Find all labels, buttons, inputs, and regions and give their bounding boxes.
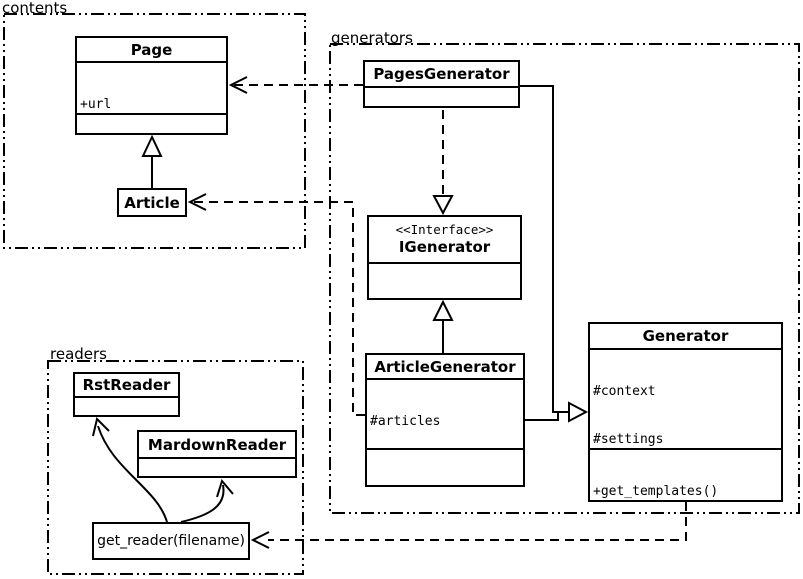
class-igenerator-header: <<Interface>> IGenerator (369, 217, 520, 262)
attribute-line: #articles (370, 414, 441, 430)
edge-getreader-to-mardownreader (180, 484, 225, 523)
class-pagesgenerator-attributes: #pages (365, 86, 518, 106)
class-mardownreader: MardownReader +read() (137, 430, 297, 478)
package-label-generators: generators (331, 29, 413, 47)
package-label-contents: contents (2, 0, 68, 17)
edge-articlegenerator-to-article (192, 201, 365, 416)
package-frame-readers (47, 360, 304, 575)
class-page-title: Page (130, 40, 173, 59)
class-rstreader-methods: +read() (75, 396, 178, 415)
open-arrowhead-rstreader (92, 417, 110, 437)
class-generator-methods: +get_templates() +get_files(path,exclude… (590, 448, 781, 500)
triangle-arrowhead-generator (568, 401, 589, 423)
edge-pagesgenerator-to-generator (520, 85, 569, 413)
attribute-line: #context (593, 383, 656, 399)
open-arrowhead-page (228, 76, 248, 94)
class-generator-attributes: #context #settings #path #theme #output_… (590, 348, 781, 448)
class-articlegenerator: ArticleGenerator #articles #dates #tags … (365, 353, 525, 487)
attribute-line: #settings (593, 432, 664, 448)
package-label-readers: readers (50, 345, 107, 363)
class-articlegenerator-methods: +generate_feeds() +generate_pages() (367, 448, 523, 485)
class-rstreader: RstReader +read() (73, 372, 180, 417)
class-rstreader-title: RstReader (82, 376, 171, 394)
triangle-arrowhead-igenerator-top (432, 195, 454, 216)
interface-stereotype: <<Interface>> (395, 222, 494, 237)
method-line: +generate_feeds() (370, 484, 520, 485)
class-mardownreader-title: MardownReader (147, 435, 287, 454)
class-pagesgenerator: PagesGenerator #pages (363, 60, 520, 108)
class-articlegenerator-attributes: #articles #dates #tags #categories (367, 378, 523, 448)
method-line: +get_templates() (593, 484, 719, 500)
class-articlegenerator-title: ArticleGenerator (374, 357, 516, 376)
class-igenerator: <<Interface>> IGenerator +generate_conte… (367, 215, 522, 300)
class-article: Article (117, 188, 187, 217)
class-generator: Generator #context #settings #path #them… (588, 322, 783, 502)
triangle-arrowhead-page (141, 134, 163, 157)
open-arrowhead-article (187, 193, 207, 211)
edge-articlegenerator-to-generator (525, 412, 559, 421)
node-get-reader-label: get_reader(filename) (97, 533, 245, 549)
edge-getreader-to-rstreader (97, 425, 168, 523)
class-mardownreader-methods: +read() (139, 457, 295, 476)
class-page-methods: +check_properties() (77, 113, 226, 133)
node-get-reader: get_reader(filename) (92, 522, 250, 560)
class-generator-title: Generator (642, 327, 729, 345)
class-igenerator-title: IGenerator (398, 238, 491, 256)
class-article-title: Article (124, 193, 180, 212)
open-arrowhead-getreader (250, 531, 270, 549)
open-arrowhead-mardownreader (216, 478, 234, 498)
class-pagesgenerator-title: PagesGenerator (373, 65, 510, 83)
class-igenerator-methods: +generate_context() +generate_output() (369, 262, 520, 298)
triangle-arrowhead-igenerator-bottom (432, 299, 454, 321)
package-frame-contents (3, 13, 306, 249)
class-page: Page +url +slug +summary +check_properti… (75, 36, 228, 135)
package-frame-generators (329, 43, 800, 514)
edge-generator-to-getreader (268, 502, 687, 541)
attribute-line: +url (80, 97, 112, 113)
class-page-attributes: +url +slug +summary (77, 61, 226, 113)
